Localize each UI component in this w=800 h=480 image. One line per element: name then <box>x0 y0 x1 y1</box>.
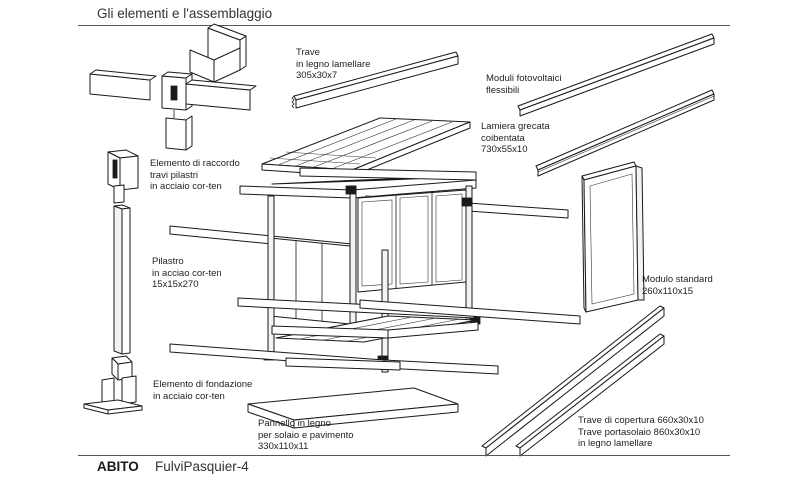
standard-module-drawing <box>581 161 645 313</box>
joint-detail-exploded <box>89 23 257 151</box>
footer-brand: ABITO <box>97 459 139 474</box>
joint-element-drawing <box>107 149 139 204</box>
pv-modules-drawing <box>517 33 715 117</box>
roof-beams-drawing <box>481 305 665 457</box>
floor-panel-drawing <box>247 387 459 429</box>
beam-piece-drawing <box>291 51 459 109</box>
footer-rule <box>78 455 730 456</box>
pillar-drawing <box>113 204 131 355</box>
corrugated-sheet-drawing <box>535 89 715 177</box>
foundation-element-drawing <box>83 355 143 415</box>
footer-credit: FulviPasquier-4 <box>155 459 249 474</box>
sheet-title: Gli elementi e l'assemblaggio <box>97 6 273 21</box>
roof-planks <box>261 117 471 177</box>
header-rule <box>78 25 730 26</box>
frame-structure-drawing <box>169 117 581 375</box>
